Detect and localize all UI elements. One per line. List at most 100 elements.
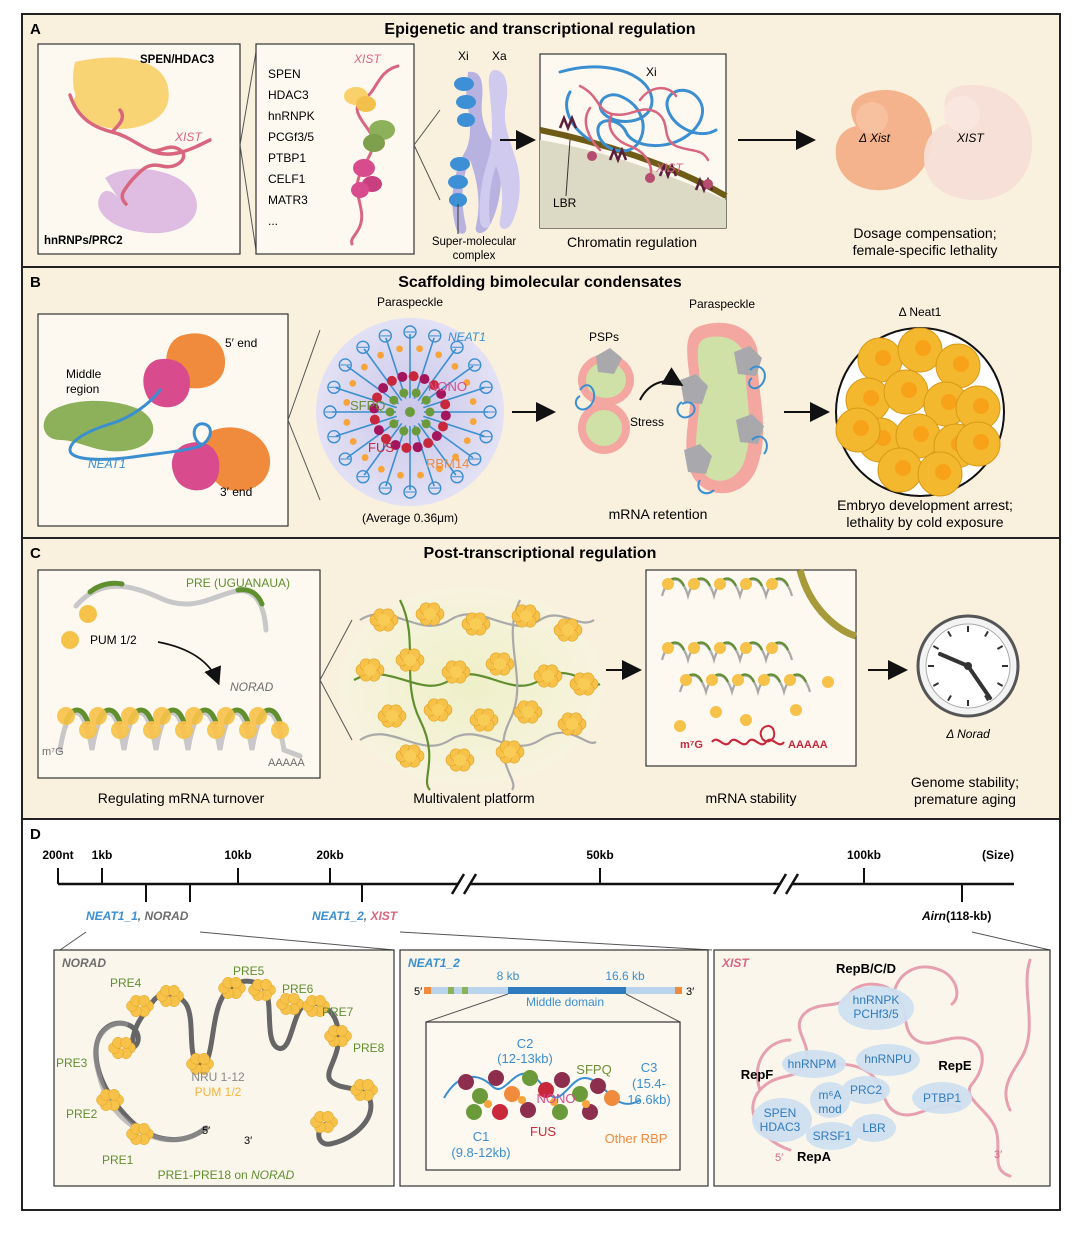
- supermolecular-caption: Super-molecular: [432, 236, 517, 248]
- below-axis-mid: NEAT1_2, XIST: [312, 909, 399, 923]
- xist-rna-chromatin: [578, 84, 710, 180]
- xa-chromosome: [479, 70, 520, 229]
- spen-detail-label: SPEN: [764, 1106, 797, 1120]
- x-chromosomes: Xi Xa Super-molecular complex: [432, 49, 520, 262]
- panel-c-title: Post-transcriptional regulation: [424, 545, 657, 562]
- hnrnpu-label: hnRNPU: [864, 1052, 911, 1066]
- complex-caption: complex: [453, 250, 496, 262]
- ptbp1-blob: [353, 159, 375, 177]
- protein-list-item: HDAC3: [268, 88, 309, 102]
- ptbp1-detail-label: PTBP1: [923, 1091, 961, 1105]
- norad-detail-box: NORAD PRE4 PRE5 PRE6 PRE7 PRE8 PRE3 PRE2…: [53, 949, 395, 1187]
- fus-label: FUS: [368, 440, 394, 455]
- neat1-rna: [68, 388, 212, 461]
- repe-label: RepE: [938, 1058, 972, 1073]
- xist-label-chromatin: XIST: [655, 161, 684, 175]
- pre5-label: PRE5: [233, 964, 265, 978]
- neat-three-prime: 3′: [686, 986, 694, 998]
- xist-three-prime: 3′: [994, 1149, 1002, 1161]
- xist-axis-label: XIST: [369, 909, 398, 923]
- norad-pum-box: PRE (UGUANAUA) PUM 1/2 NORAD m⁷G AAAAA R…: [37, 569, 321, 806]
- below-axis-right: Airn(118-kb): [921, 909, 991, 923]
- embryo-cells: [835, 327, 1001, 497]
- embryos: Δ Xist XIST Dosage compensation; female-…: [835, 84, 1033, 258]
- kb16-label: 16.6 kb: [605, 969, 645, 983]
- pre8-label: PRE8: [353, 1041, 385, 1055]
- panel-a: A Epigenetic and transcriptional regulat…: [21, 13, 1061, 268]
- paraspeckle-neat1-rays: [323, 325, 497, 499]
- chromatin-box: Xi XIST LBR Chromatin regulation: [539, 53, 728, 250]
- five-end-label: 5′ end: [225, 336, 257, 350]
- pum-clusters: [353, 599, 601, 791]
- stability-strands: [660, 577, 834, 732]
- lbr-detail-label: LBR: [862, 1121, 886, 1135]
- hnrnpk-detail-label: hnRNPK: [853, 993, 900, 1007]
- zoom-wedge-a1: [239, 51, 257, 251]
- neat1-2-label: NEAT1_2: [312, 909, 364, 923]
- c3-range-1: (15.4-: [632, 1076, 666, 1091]
- nono-label: NONO: [428, 379, 467, 394]
- mrna-stability-caption: mRNA stability: [705, 790, 796, 806]
- airn-size-label: (118-kb): [946, 909, 991, 923]
- middle-domain-label: Middle domain: [526, 995, 604, 1009]
- zoom-wedge-c: [319, 619, 353, 741]
- dosage-compensation-text: Dosage compensation;: [853, 225, 996, 241]
- neat1-label-paraspeckle: NEAT1: [448, 330, 486, 344]
- chromatin-caption: Chromatin regulation: [567, 234, 697, 250]
- norad-footer: PRE1-PRE18 on NORAD: [158, 1168, 295, 1182]
- zoom-wedge-b: [287, 329, 321, 501]
- protein-list-item: hnRNPK: [268, 109, 315, 123]
- repbcd-label: RepB/C/D: [836, 961, 896, 976]
- c2-range: (12-13kb): [497, 1051, 553, 1066]
- c3-range-2: 16.6kb): [627, 1092, 670, 1107]
- c1-range: (9.8-12kb): [451, 1145, 510, 1160]
- multivalent-caption: Multivalent platform: [413, 790, 534, 806]
- neat1-knockout: Δ Neat1 Embryo development arrest; letha…: [835, 305, 1013, 530]
- panel-b: B Scaffolding bimolecular condensates 5′…: [21, 266, 1061, 539]
- embryo-arrest-text: Embryo development arrest;: [837, 497, 1013, 513]
- xist-rna-strand: [68, 93, 212, 206]
- lbr-label: LBR: [553, 196, 577, 210]
- protein-list-item: MATR3: [268, 193, 308, 207]
- paraspeckle-title: Paraspeckle: [377, 295, 443, 309]
- hnrnp-prc2-label: hnRNPs/PRC2: [44, 235, 123, 247]
- region-label: region: [66, 382, 99, 396]
- separator-2: ,: [363, 909, 371, 923]
- axis-tick-label: 1kb: [92, 848, 113, 862]
- xi-label-chromatin: Xi: [646, 65, 657, 79]
- c2-label: C2: [517, 1036, 534, 1051]
- protein-list-item: PCGf3/5: [268, 130, 314, 144]
- panel-a-letter: A: [30, 21, 41, 38]
- xist-protein-bubbles: [752, 986, 972, 1150]
- axis-tick-label: 100kb: [847, 848, 881, 862]
- xist-five-prime: 5′: [775, 1152, 783, 1164]
- xi-chromatin-fiber: [558, 65, 718, 153]
- airn-label: Airn: [921, 909, 946, 923]
- pre2-label: PRE2: [66, 1107, 98, 1121]
- hnrnpm-label: hnRNPM: [788, 1057, 837, 1071]
- neat1-2-box-title: NEAT1_2: [408, 956, 460, 970]
- axis-tick-label: 200nt: [42, 848, 73, 862]
- sfpq-middle: [43, 400, 154, 452]
- neat1-structure-box: 5′ end Middle region NEAT1 3′ end: [37, 313, 289, 527]
- pchf-detail-label: PCHf3/5: [853, 1007, 899, 1021]
- polya-label-c: AAAAA: [268, 757, 305, 769]
- panel-b-title: Scaffolding bimolecular condensates: [398, 274, 682, 291]
- xist-protein-list-box: SPENHDAC3hnRNPKPCGf3/5PTBP1CELF1MATR3...…: [255, 43, 415, 255]
- premature-aging-text: premature aging: [914, 791, 1016, 807]
- norad-label-c: NORAD: [230, 680, 274, 694]
- mrna-retention: PSPs Paraspeckle Stress: [574, 297, 768, 522]
- pum-label: PUM 1/2: [90, 633, 137, 647]
- middle-domain-bar: [508, 987, 626, 994]
- panel-c-letter: C: [30, 545, 41, 562]
- mrna-stability-box: m⁷G AAAAA mRNA stability: [645, 569, 858, 806]
- clock-icon: Δ Norad Genome stability; premature agin…: [911, 614, 1020, 807]
- spen-hdac3-protein: [73, 57, 169, 129]
- xi-label: Xi: [458, 49, 469, 63]
- paraspeckle-size-caption: (Average 0.36μm): [362, 511, 458, 525]
- pre-uguanaua-label: PRE (UGUANAUA): [186, 576, 290, 590]
- m7g-label-c: m⁷G: [42, 746, 64, 758]
- neat1-1-label: NEAT1_1: [86, 909, 138, 923]
